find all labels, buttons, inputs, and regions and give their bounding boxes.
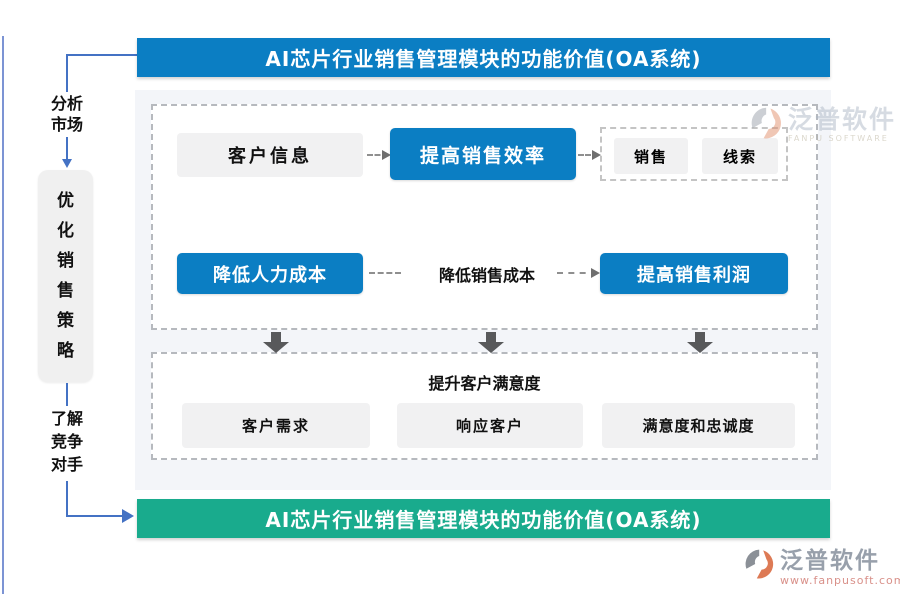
block-down-arrow-icon: [687, 332, 713, 353]
right-arrow-head-icon: [122, 509, 134, 523]
flow-box-label: 优化销售策略: [57, 191, 74, 361]
sales-leads-group: 销售 线索: [600, 127, 788, 181]
flow-step-analyze-market: 分析市场: [50, 94, 83, 134]
top-banner-title: AI芯片行业销售管理模块的功能价值(OA系统): [137, 38, 830, 77]
fanpu-logo-icon: [751, 107, 781, 139]
node-respond-customers: 响应客户: [397, 403, 583, 448]
dashed-line: [369, 272, 401, 274]
flow-box-optimize-strategy: 优化销售策略: [38, 170, 93, 382]
node-increase-sales-profit: 提高销售利润: [600, 253, 788, 294]
block-down-arrow-icon: [263, 332, 289, 353]
node-customer-needs: 客户需求: [182, 403, 370, 448]
footer-url-text: www.fanpusoft.com: [780, 574, 900, 587]
watermark-brand-text: 泛普软件: [788, 105, 897, 134]
footer-brand-text: 泛普软件: [780, 548, 880, 574]
down-arrow-icon: [62, 137, 72, 168]
fanpu-logo-icon: [745, 549, 774, 579]
node-sales: 销售: [614, 138, 688, 174]
flow-step-know-competitors: 了解竞争对手: [50, 409, 83, 474]
dashed-right-arrow-icon: [578, 150, 601, 160]
bottom-banner-title: AI芯片行业销售管理模块的功能价值(OA系统): [137, 499, 830, 538]
label-reduce-sales-cost: 降低销售成本: [438, 266, 535, 285]
connector-line: [66, 515, 123, 517]
node-leads: 线索: [702, 138, 778, 174]
watermark-brand-en-text: FANPU SOFTWARE: [788, 134, 889, 143]
node-customer-info: 客户信息: [177, 133, 363, 177]
watermark-bottom: 泛普软件 www.fanpusoft.com: [744, 548, 900, 587]
connector-line: [66, 383, 68, 406]
connector-line: [67, 54, 137, 56]
dashed-right-arrow-icon: [367, 150, 391, 160]
dashed-right-arrow-icon: [557, 268, 600, 278]
node-improve-sales-efficiency: 提高销售效率: [390, 128, 576, 180]
block-down-arrow-icon: [478, 332, 504, 353]
content-area: 客户信息 提高销售效率 销售 线索 降低人力成本 降低销售成本 提高销售利润 提…: [135, 90, 831, 490]
node-satisfaction-loyalty: 满意度和忠诚度: [602, 403, 795, 448]
left-edge-line: [2, 36, 4, 594]
node-reduce-labor-cost: 降低人力成本: [177, 253, 363, 294]
connector-line: [66, 54, 68, 92]
label-improve-customer-satisfaction: 提升客户满意度: [428, 374, 541, 393]
connector-line: [66, 481, 68, 517]
watermark-top: 泛普软件 FANPU SOFTWARE: [750, 106, 896, 143]
